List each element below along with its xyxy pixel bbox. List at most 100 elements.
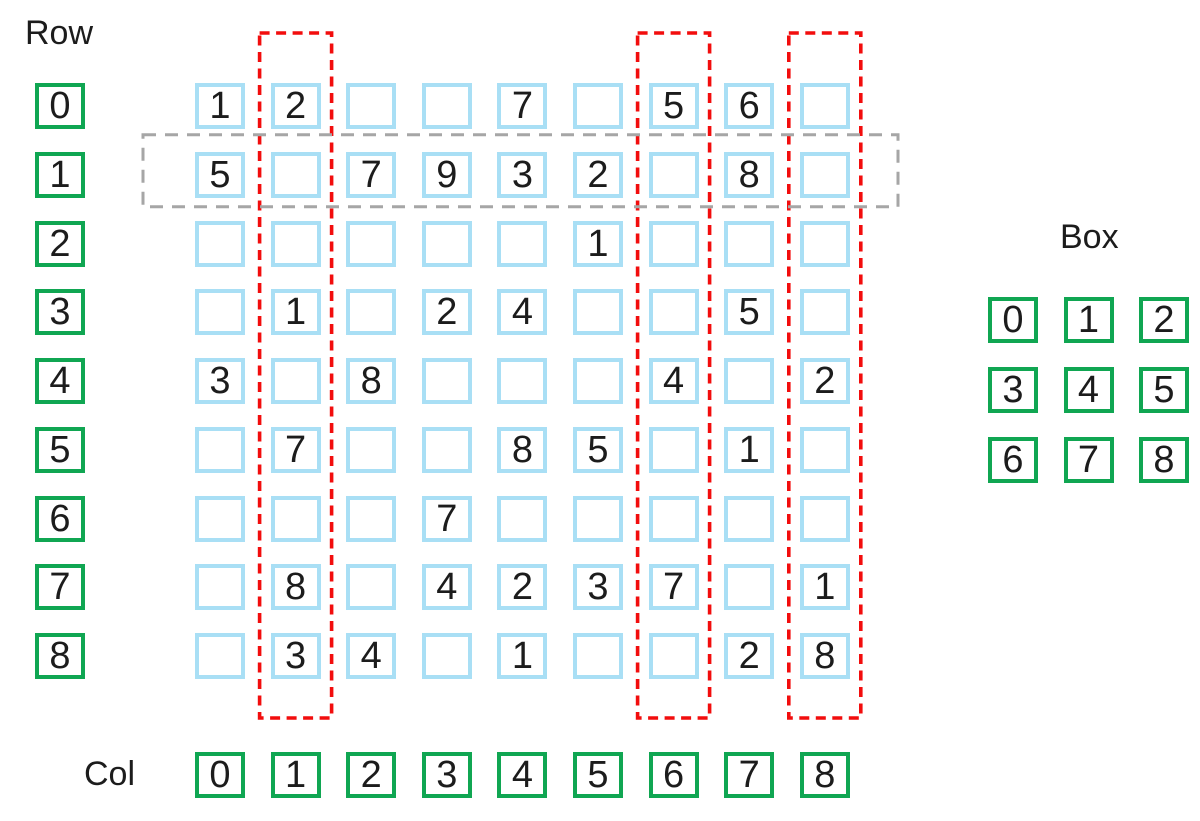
grid-cell-r8c5 (573, 633, 623, 679)
grid-cell-r7c1: 8 (270, 564, 321, 611)
grid-cell-r0c4: 7 (497, 83, 548, 129)
grid-cell-r7c5: 3 (573, 564, 623, 611)
col-index-4: 4 (497, 752, 548, 798)
col-index-7: 7 (724, 752, 775, 798)
grid-cell-r8c2: 4 (346, 633, 397, 679)
grid-cell-r3c2 (346, 289, 397, 336)
grid-cell-r4c4 (497, 358, 548, 404)
grid-cell-r6c7 (724, 495, 775, 542)
grid-cell-r2c5: 1 (573, 220, 623, 267)
grid-cell-r1c5: 2 (573, 151, 623, 198)
box-index-7: 7 (1063, 437, 1114, 483)
grid-cell-r2c2 (346, 220, 397, 267)
grid-cell-r4c1 (270, 358, 321, 404)
row-index-4: 4 (35, 358, 85, 404)
grid-cell-r6c0 (195, 495, 245, 542)
box-index-5: 5 (1139, 367, 1189, 413)
grid-cell-r6c1 (270, 495, 321, 542)
grid-cell-r5c5: 5 (573, 426, 623, 473)
grid-cell-r0c7: 6 (724, 83, 775, 129)
grid-cell-r6c6 (648, 495, 699, 542)
grid-cell-r2c7 (724, 220, 775, 267)
grid-cell-r5c7: 1 (724, 426, 775, 473)
grid-cell-r1c0: 5 (195, 151, 245, 198)
grid-cell-r0c5 (573, 83, 623, 129)
grid-cell-r2c8 (799, 220, 850, 267)
grid-cell-r3c3: 2 (421, 289, 472, 336)
row-index-1: 1 (35, 151, 85, 198)
grid-cell-r0c2 (346, 83, 397, 129)
box-index-1: 1 (1063, 297, 1114, 343)
grid-cell-r7c3: 4 (421, 564, 472, 611)
col-index-0: 0 (195, 752, 245, 798)
row-index-3: 3 (35, 289, 85, 336)
grid-cell-r3c1: 1 (270, 289, 321, 336)
grid-cell-r0c3 (421, 83, 472, 129)
grid-cell-r0c8 (799, 83, 850, 129)
grid-cell-r8c3 (421, 633, 472, 679)
grid-cell-r5c2 (346, 426, 397, 473)
grid-cell-r7c7 (724, 564, 775, 611)
grid-cell-r3c5 (573, 289, 623, 336)
grid-cell-r8c1: 3 (270, 633, 321, 679)
grid-cell-r5c3 (421, 426, 472, 473)
grid-cell-r6c2 (346, 495, 397, 542)
row-index-2: 2 (35, 220, 85, 267)
grid-cell-r7c4: 2 (497, 564, 548, 611)
grid-cell-r5c6 (648, 426, 699, 473)
grid-cell-r3c6 (648, 289, 699, 336)
grid-cell-r1c3: 9 (421, 151, 472, 198)
grid-cell-r7c0 (195, 564, 245, 611)
grid-cell-r3c8 (799, 289, 850, 336)
grid-cell-r4c3 (421, 358, 472, 404)
row-index-7: 7 (35, 564, 85, 611)
grid-cell-r0c6: 5 (648, 83, 699, 129)
grid-cell-r4c8: 2 (799, 358, 850, 404)
grid-cell-r8c8: 8 (799, 633, 850, 679)
grid-cell-r5c4: 8 (497, 426, 548, 473)
grid-cell-r3c4: 4 (497, 289, 548, 336)
grid-cell-r0c0: 1 (195, 83, 245, 129)
box-index-4: 4 (1063, 367, 1114, 413)
row-axis-label: Row (25, 14, 94, 52)
grid-cell-r6c3: 7 (421, 495, 472, 542)
grid-cell-r7c2 (346, 564, 397, 611)
col-axis-label: Col (84, 755, 136, 793)
grid-cell-r6c8 (799, 495, 850, 542)
grid-cell-r4c6: 4 (648, 358, 699, 404)
grid-cell-r7c6: 7 (648, 564, 699, 611)
grid-cell-r1c1 (270, 151, 321, 198)
grid-cell-r4c5 (573, 358, 623, 404)
box-index-6: 6 (988, 437, 1038, 483)
grid-cell-r4c2: 8 (346, 358, 397, 404)
grid-cell-r5c8 (799, 426, 850, 473)
grid-cell-r3c7: 5 (724, 289, 775, 336)
row-index-0: 0 (35, 83, 85, 129)
grid-cell-r2c3 (421, 220, 472, 267)
row-index-8: 8 (35, 633, 85, 679)
grid-cell-r7c8: 1 (799, 564, 850, 611)
grid-cell-r4c0: 3 (195, 358, 245, 404)
box-index-8: 8 (1139, 437, 1189, 483)
grid-cell-r3c0 (195, 289, 245, 336)
col-index-8: 8 (799, 752, 850, 798)
grid-cell-r0c1: 2 (270, 83, 321, 129)
box-axis-label: Box (1060, 218, 1119, 256)
grid-cell-r5c0 (195, 426, 245, 473)
grid-cell-r2c4 (497, 220, 548, 267)
grid-cell-r2c0 (195, 220, 245, 267)
col-index-2: 2 (346, 752, 397, 798)
grid-cell-r8c0 (195, 633, 245, 679)
box-index-2: 2 (1139, 297, 1189, 343)
grid-cell-r1c4: 3 (497, 151, 548, 198)
col-index-5: 5 (573, 752, 623, 798)
grid-cell-r6c4 (497, 495, 548, 542)
grid-cell-r1c7: 8 (724, 151, 775, 198)
row-index-6: 6 (35, 495, 85, 542)
col-index-3: 3 (421, 752, 472, 798)
grid-cell-r1c6 (648, 151, 699, 198)
grid-cell-r1c8 (799, 151, 850, 198)
col-index-1: 1 (270, 752, 321, 798)
grid-cell-r5c1: 7 (270, 426, 321, 473)
